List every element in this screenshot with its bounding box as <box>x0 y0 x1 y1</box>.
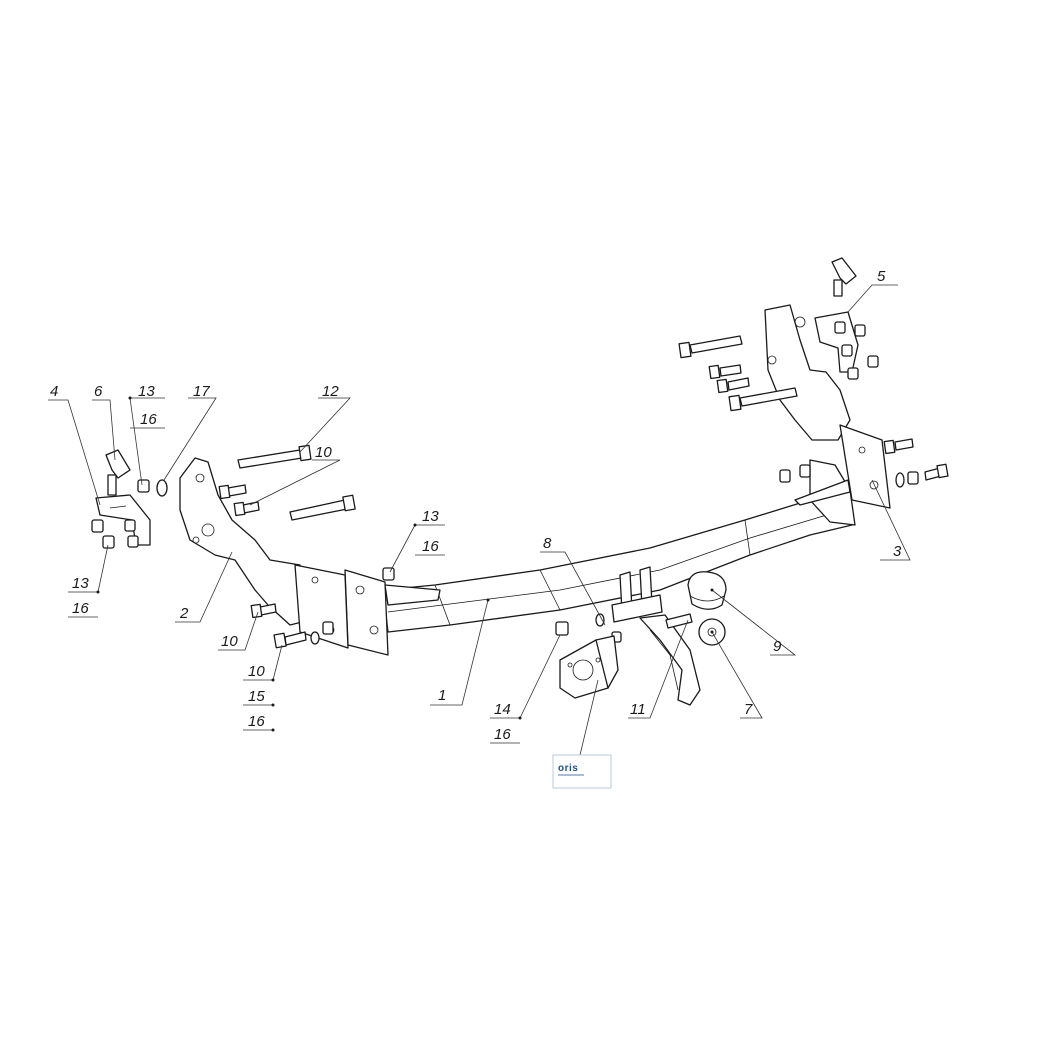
callout-2: 2 <box>179 605 189 622</box>
callout-6: 6 <box>94 383 103 400</box>
callout-16-center: 16 <box>422 538 439 555</box>
callout-14: 14 <box>494 701 511 718</box>
long-bolts <box>237 335 798 521</box>
leader-lines <box>48 284 911 756</box>
callout-16-left: 16 <box>72 600 89 617</box>
callout-4: 4 <box>50 383 58 400</box>
callout-12: 12 <box>322 383 339 400</box>
left-clamp-bracket <box>95 494 151 546</box>
ball-cap <box>687 571 727 610</box>
leader-dots <box>96 396 714 732</box>
left-bracket <box>179 457 311 626</box>
callout-7: 7 <box>744 701 753 718</box>
short-bolts <box>218 364 949 649</box>
socket-plate <box>559 635 619 699</box>
callout-16-stack: 16 <box>248 713 265 730</box>
callout-11: 11 <box>630 701 646 718</box>
crossbar-left-plate <box>344 569 441 656</box>
callout-8: 8 <box>543 535 552 552</box>
crossbar-right-plate <box>794 459 856 526</box>
brand-logo: oris <box>552 754 612 789</box>
left-side-plate <box>294 564 349 649</box>
callout-13-left: 13 <box>72 575 89 592</box>
callout-13-center: 13 <box>422 508 439 525</box>
callout-15: 15 <box>248 688 265 705</box>
brand-logo-text: oris <box>558 763 578 774</box>
nuts-and-washers <box>91 321 919 645</box>
callout-16-bottom: 16 <box>494 726 511 743</box>
callout-9: 9 <box>773 638 782 655</box>
callout-3: 3 <box>893 543 902 560</box>
callout-10-stack: 10 <box>248 663 265 680</box>
callout-numbers: 1 2 3 4 5 6 13 16 17 12 10 13 16 10 10 1… <box>50 268 902 743</box>
mount-bolt <box>665 613 693 629</box>
right-clip <box>814 257 859 373</box>
right-bracket <box>764 304 891 509</box>
callout-10-mid: 10 <box>221 633 238 650</box>
callout-1: 1 <box>438 687 446 704</box>
callout-10-top: 10 <box>315 444 332 461</box>
callout-16-top-left: 16 <box>140 411 157 428</box>
callout-17: 17 <box>193 383 210 400</box>
callout-5: 5 <box>877 268 886 285</box>
callout-13-top-left: 13 <box>138 383 155 400</box>
crossbar <box>382 491 853 633</box>
left-clip <box>105 449 131 496</box>
